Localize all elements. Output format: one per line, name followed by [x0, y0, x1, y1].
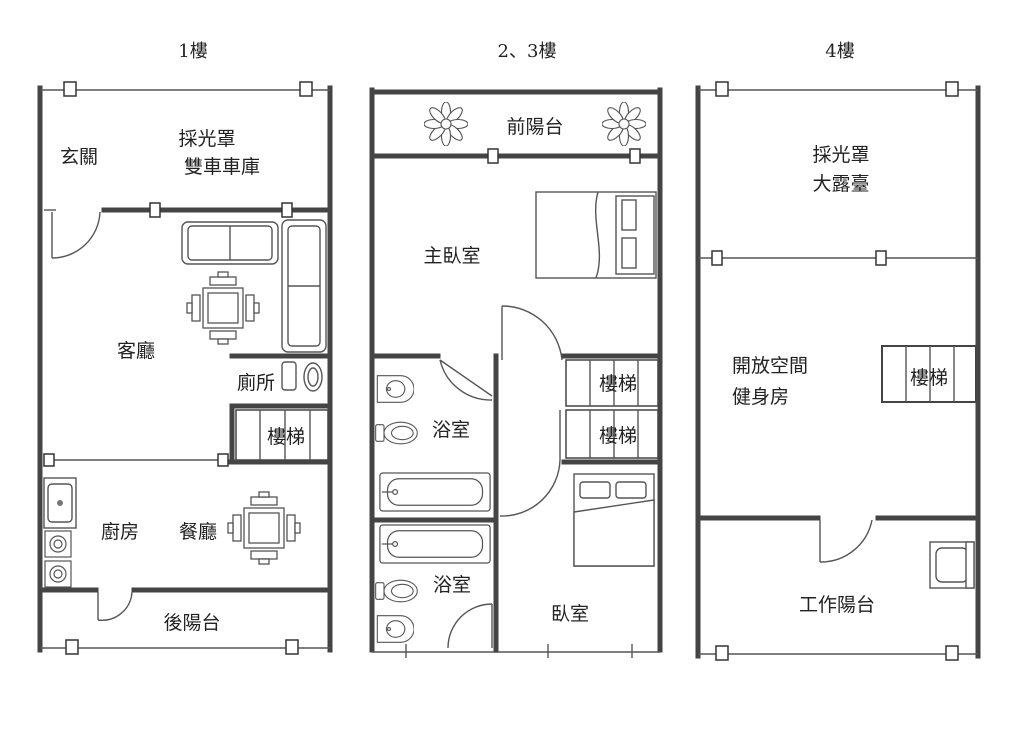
toilet-icon	[375, 579, 418, 603]
bathtub-icon	[379, 472, 491, 512]
bed-icon	[573, 473, 655, 567]
dining-table-icon	[227, 491, 301, 565]
floor-4-plan: 採光罩 大露臺 開放空間 健身房 樓梯 工作陽台	[695, 81, 981, 661]
sink-icon	[376, 615, 414, 643]
stairs-1f	[235, 409, 329, 461]
room-label-toilet: 廁所	[237, 371, 275, 394]
room-label-open-space: 開放空間	[732, 355, 808, 377]
room-label-stairs-1: 樓梯	[599, 373, 637, 395]
bed-icon	[535, 191, 657, 279]
room-label-skylight-4f: 採光罩	[812, 144, 869, 166]
room-label-gym: 健身房	[732, 386, 789, 408]
floor-1-title: 1樓	[178, 41, 207, 62]
bathtub-icon	[379, 524, 491, 564]
flower-icon	[602, 102, 646, 146]
sink-cabinet-icon	[43, 477, 77, 529]
room-label-bathroom-1: 浴室	[432, 419, 470, 441]
room-label-master-bedroom: 主臥室	[423, 245, 480, 267]
room-label-bedroom: 臥室	[551, 603, 589, 625]
room-label-terrace: 大露臺	[812, 173, 869, 195]
door-swing-icon	[97, 591, 133, 621]
door-swing-icon	[447, 603, 493, 649]
floor-4-title: 4樓	[825, 41, 854, 62]
door-swing-icon	[501, 305, 563, 361]
floor-2-3-plan: 前陽台 主臥室 浴室 樓梯 樓梯 浴室 臥室	[369, 87, 663, 658]
stairs-4f	[881, 345, 977, 403]
room-label-bathroom-2: 浴室	[433, 574, 471, 596]
door-swing-icon	[439, 359, 493, 401]
door-swing-icon	[819, 519, 873, 563]
sink-cabinet-icon	[929, 541, 975, 589]
room-label-rear-balcony: 後陽台	[163, 612, 220, 634]
toilet-icon	[375, 421, 418, 445]
sofa-icon	[181, 219, 327, 353]
floor-2-3-title: 2、3樓	[498, 41, 557, 62]
door-swing-icon	[499, 410, 561, 517]
dining-table-icon	[186, 271, 260, 345]
room-label-stairs-4f: 樓梯	[910, 367, 948, 389]
stove-icon	[44, 560, 72, 588]
door-swing-icon	[51, 211, 101, 259]
room-label-work-balcony: 工作陽台	[799, 594, 875, 616]
stove-icon	[44, 530, 72, 558]
stairs-2-3f	[565, 359, 659, 459]
flower-icon	[424, 102, 468, 146]
room-label-stairs-2: 樓梯	[599, 425, 637, 447]
room-label-dining: 餐廳	[179, 521, 217, 543]
toilet-icon	[281, 361, 323, 392]
room-label-garage: 雙車車庫	[184, 156, 260, 178]
room-label-entrance: 玄關	[60, 146, 98, 168]
room-label-front-balcony: 前陽台	[506, 116, 563, 138]
room-label-stairs: 樓梯	[267, 426, 305, 448]
sink-icon	[376, 375, 414, 403]
floor-1-plan: 玄關 採光罩 雙車車庫 客廳 廁所 樓梯 廚房 餐廳 後陽台	[37, 81, 333, 655]
room-label-skylight: 採光罩	[178, 128, 235, 150]
room-label-living: 客廳	[117, 340, 155, 362]
room-label-kitchen: 廚房	[101, 520, 139, 543]
